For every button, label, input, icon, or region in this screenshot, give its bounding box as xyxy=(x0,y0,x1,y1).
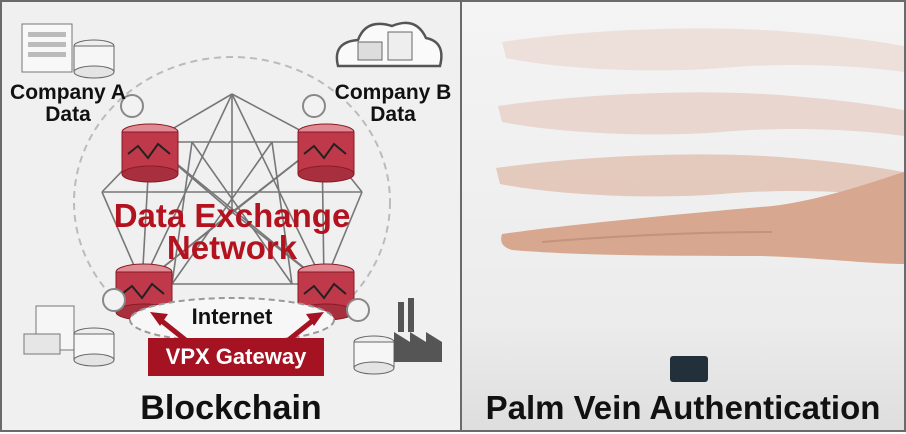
palm-vein-panel: Palm Vein Authentication xyxy=(460,0,906,432)
hand-ghost-2 xyxy=(498,92,904,136)
node-top-left xyxy=(121,123,179,183)
network-title-line-2: Network xyxy=(166,229,298,266)
vpx-gateway-badge: VPX Gateway xyxy=(148,338,324,376)
network-title-line-1: Data Exchange xyxy=(113,197,351,234)
palm-vein-photo xyxy=(462,2,904,430)
internet-label: Internet xyxy=(191,304,273,329)
office-icon-bottom-left xyxy=(23,305,75,355)
hand-ghost-3 xyxy=(496,154,904,198)
company-b-label: Company B Data xyxy=(326,82,460,126)
building-icon-company-a xyxy=(21,23,73,73)
blockchain-diagram xyxy=(21,21,443,375)
database-icon-company-a xyxy=(73,39,115,79)
company-a-label: Company A Data xyxy=(10,82,126,126)
database-icon-bottom-left xyxy=(73,327,115,367)
hand xyxy=(501,172,904,264)
lock-icons xyxy=(102,94,370,322)
factory-icon xyxy=(394,298,442,362)
company-b-data: Data xyxy=(370,103,416,126)
network-boundary xyxy=(73,56,391,348)
palm-vein-caption: Palm Vein Authentication xyxy=(485,389,881,426)
node-top-right xyxy=(297,123,355,183)
hand-ghost-1 xyxy=(502,28,904,72)
cloud-icon-company-b xyxy=(335,21,443,68)
database-icon-bottom-right xyxy=(353,335,395,375)
company-b-name: Company B xyxy=(334,81,452,104)
palm-vein-sensor xyxy=(670,356,708,382)
blockchain-panel: Company A Data Company B Data Data Excha… xyxy=(0,0,462,432)
internet-cloud xyxy=(129,297,335,343)
blockchain-caption: Blockchain xyxy=(140,389,322,427)
company-a-data: Data xyxy=(45,103,91,126)
company-a-name: Company A xyxy=(10,81,126,104)
